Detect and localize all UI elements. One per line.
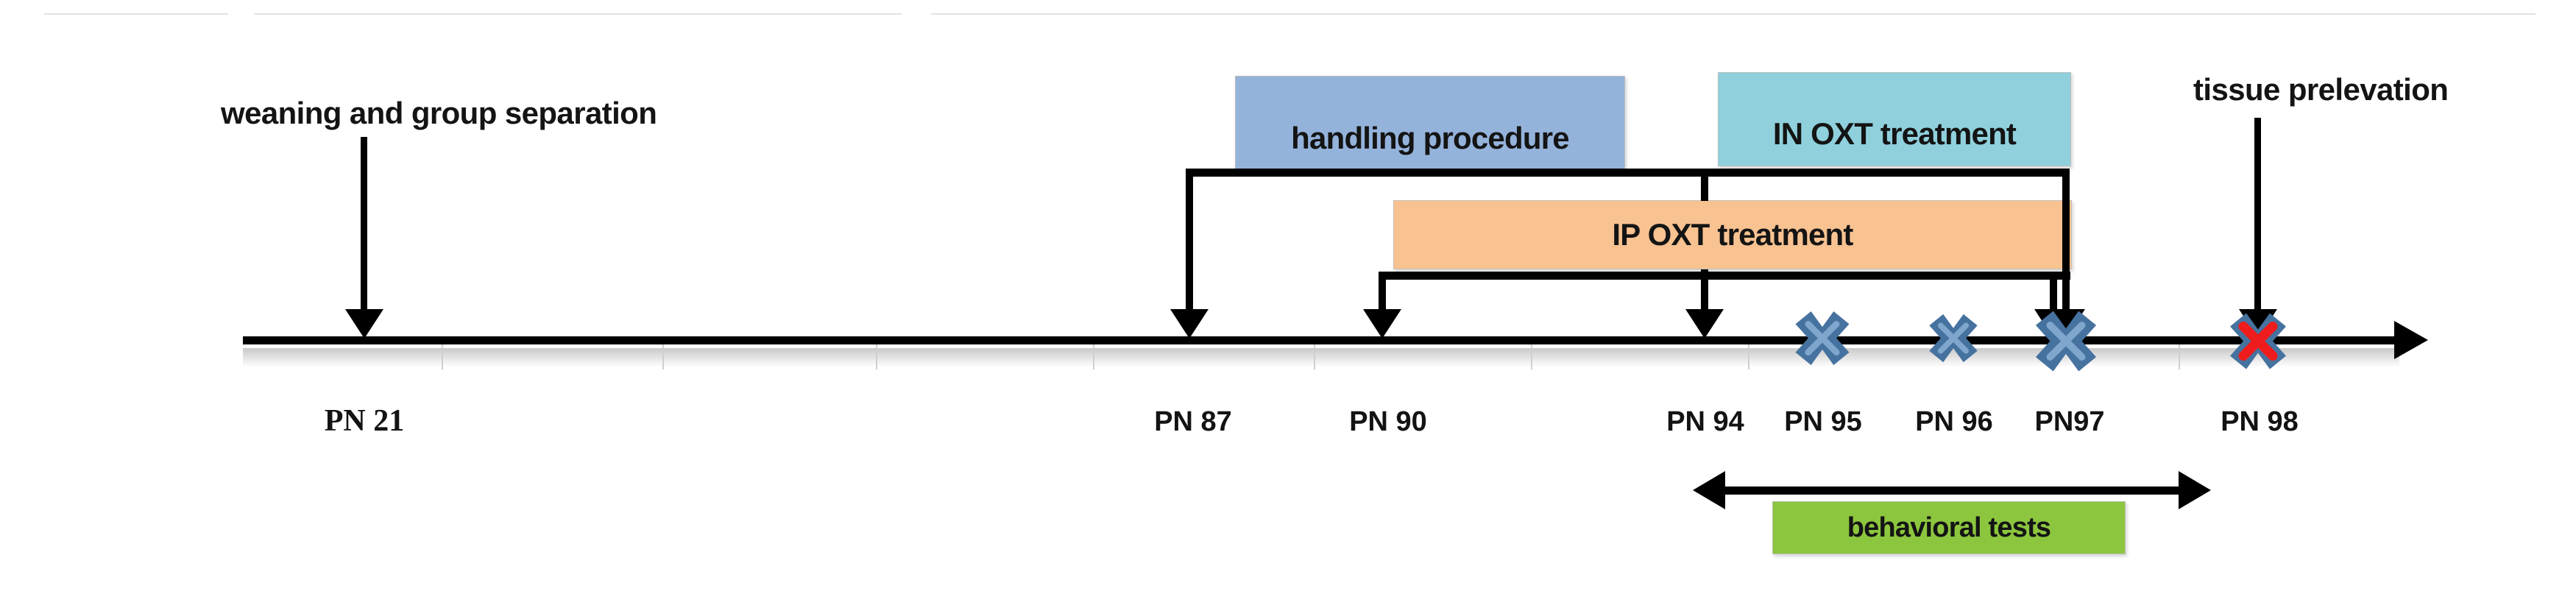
timeline-axis <box>243 336 2396 344</box>
in-oxt-drop-leg-lower <box>1701 269 1708 316</box>
blue-x-marker-icon-pn96 <box>1922 307 1985 374</box>
handling-bracket-rail <box>1186 169 2070 177</box>
scan-rule-mid <box>254 13 902 15</box>
axis-tick <box>876 344 877 369</box>
in-oxt-drop-leg <box>1701 169 1708 201</box>
scan-rule-left <box>44 13 228 15</box>
phase-label-ip-oxt-treatment: IP OXT treatment <box>1612 217 1853 252</box>
timeline-label-pn97: PN97 <box>2034 406 2105 437</box>
tissue-prelevation-connector <box>2254 118 2261 318</box>
timeline-label-pn98: PN 98 <box>2221 406 2299 437</box>
phase-box-behavioral-tests: behavioral tests <box>1772 501 2126 554</box>
phase-label-behavioral-tests: behavioral tests <box>1847 512 2051 543</box>
ip-oxt-bracket-right-leg <box>2050 272 2057 316</box>
timeline-label-pn87: PN 87 <box>1154 406 1232 437</box>
timeline-label-pn94: PN 94 <box>1666 406 1744 437</box>
axis-tick <box>1314 344 1315 369</box>
phase-label-in-oxt-treatment: IN OXT treatment <box>1772 116 2017 151</box>
red-x-marker-icon-pn98 <box>2221 305 2295 382</box>
ip-oxt-bracket-left-leg <box>1379 272 1386 316</box>
double-headed-arrow-shaft <box>1719 487 2184 495</box>
arrow-down-icon-pn94 <box>1685 309 1724 339</box>
tissue-prelevation-event-label: tissue prelevation <box>2193 72 2449 107</box>
axis-tick <box>2179 344 2180 369</box>
double-headed-arrow-icon-right <box>2179 471 2211 509</box>
weaning-connector <box>361 137 367 319</box>
timeline-label-pn95: PN 95 <box>1784 406 1862 437</box>
blue-x-marker-icon-pn95 <box>1787 303 1858 378</box>
axis-tick <box>1748 344 1749 369</box>
arrow-down-icon-pn90 <box>1363 309 1401 339</box>
scan-rule-right <box>931 13 2536 15</box>
axis-tick <box>1531 344 1532 369</box>
timeline-label-pn96: PN 96 <box>1915 406 1993 437</box>
blue-x-marker-icon-pn97 <box>2026 302 2106 385</box>
phase-box-in-oxt-treatment: IN OXT treatment <box>1718 72 2071 166</box>
arrow-down-icon-pn87 <box>1170 309 1209 339</box>
weaning-event-label: weaning and group separation <box>221 96 657 130</box>
phase-label-handling-procedure: handling procedure <box>1291 121 1569 155</box>
axis-tick <box>662 344 664 369</box>
arrow-down-icon-pn21 <box>345 309 383 339</box>
phase-box-ip-oxt-treatment: IP OXT treatment <box>1393 200 2072 269</box>
timeline-label-pn90: PN 90 <box>1349 406 1427 437</box>
ip-oxt-bracket-rail <box>1379 272 2070 280</box>
axis-tick <box>1093 344 1094 369</box>
arrow-right-icon-axis-end <box>2394 321 2428 359</box>
axis-tick <box>442 344 443 369</box>
phase-box-handling-procedure: handling procedure <box>1235 76 1625 171</box>
handling-bracket-left-leg <box>1186 169 1193 316</box>
timeline-label-pn21: PN 21 <box>324 404 405 438</box>
handling-bracket-right-leg <box>2062 169 2070 316</box>
